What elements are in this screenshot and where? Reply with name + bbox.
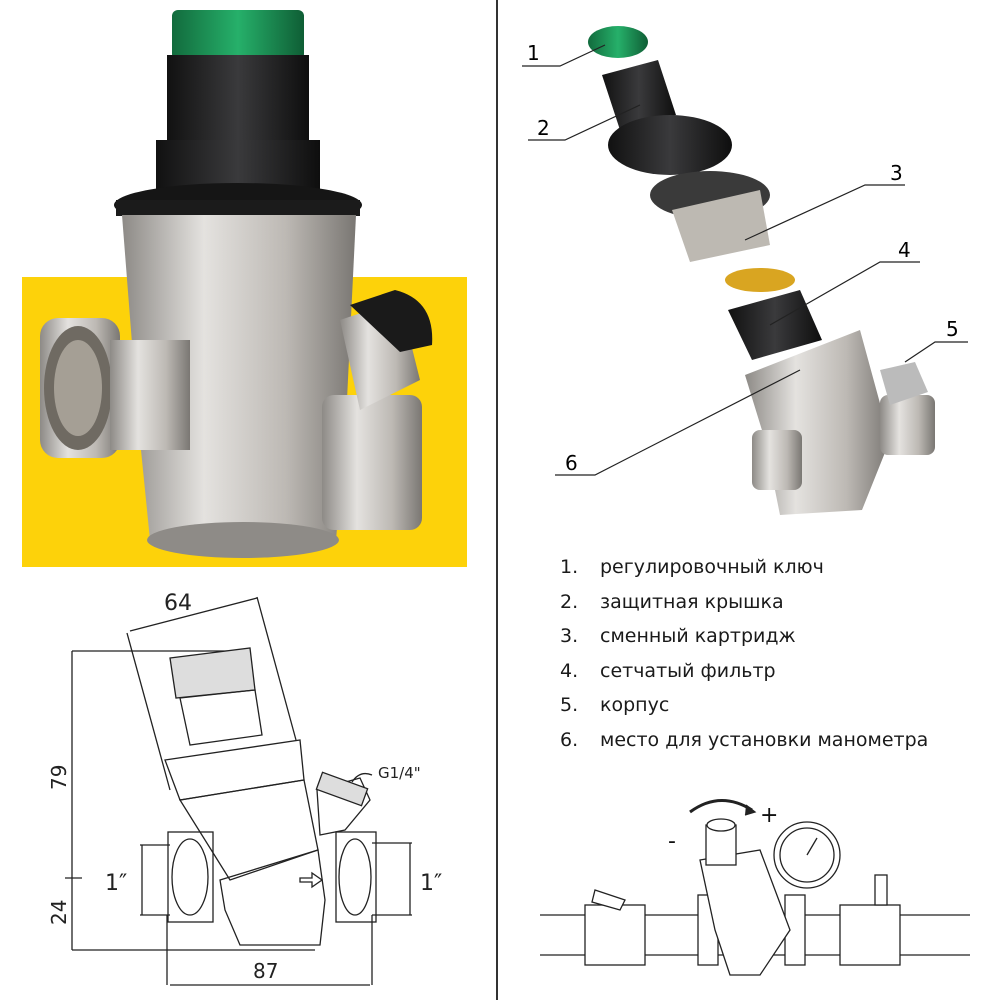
callout-2: 2 — [537, 116, 550, 140]
dim-height-upper: 79 — [47, 765, 71, 790]
callout-lines — [522, 44, 968, 476]
install-minus-sign: - — [668, 829, 676, 854]
parts-list-item: 5.корпус — [560, 694, 670, 716]
parts-list-item: 6.место для установки манометра — [560, 728, 929, 751]
protective-cap — [608, 115, 732, 175]
parts-list-item: 4.сетчатый фильтр — [560, 659, 776, 682]
callout-6: 5 — [946, 317, 959, 341]
dim-length: 87 — [253, 959, 278, 983]
product-photo — [22, 10, 467, 567]
exploded-view — [588, 26, 935, 515]
parts-list: 1.регулировочный ключ 2.защитная крышка … — [560, 550, 928, 757]
parts-list-item: 1.регулировочный ключ — [560, 556, 824, 578]
adjust-key — [588, 26, 648, 58]
dim-height-lower: 24 — [47, 900, 71, 925]
parts-list-item: 3.сменный картридж — [560, 625, 796, 647]
install-plus-sign: + — [760, 803, 778, 828]
dim-gauge-port: G1/4" — [378, 764, 421, 782]
gauge-plug — [350, 290, 433, 352]
callout-3: 3 — [890, 161, 903, 185]
installation-diagram — [540, 799, 970, 976]
dim-width-top: 64 — [164, 591, 192, 616]
parts-list-item: 2.защитная крышка — [560, 590, 784, 613]
callout-4: 4 — [898, 238, 911, 262]
mesh-filter — [728, 290, 822, 360]
outlet-port — [322, 395, 422, 530]
green-cap — [172, 10, 304, 60]
cartridge — [672, 190, 770, 262]
callout-1: 1 — [527, 41, 540, 65]
dim-inlet: 1″ — [105, 871, 127, 896]
dim-outlet: 1″ — [420, 871, 442, 896]
black-housing — [167, 55, 309, 145]
valve-body — [122, 215, 356, 540]
callout-5: 6 — [565, 451, 578, 475]
panel-divider — [496, 0, 498, 1000]
dimension-drawing — [65, 596, 412, 986]
